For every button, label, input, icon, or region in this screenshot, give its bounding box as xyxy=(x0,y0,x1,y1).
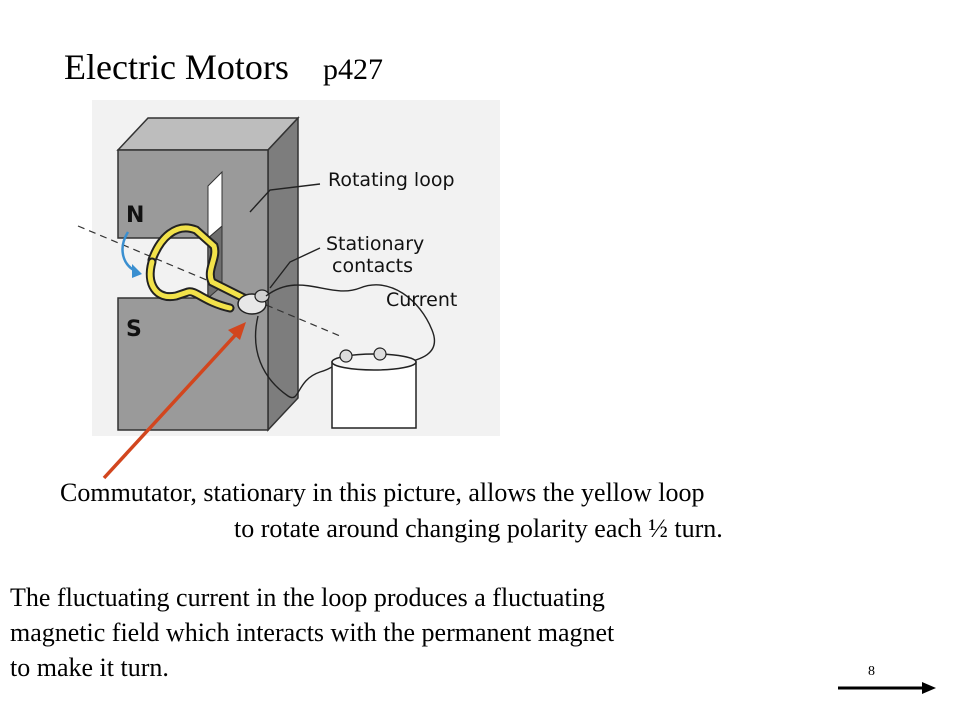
arrow-right-icon[interactable] xyxy=(922,682,936,694)
south-pole-label: S xyxy=(126,317,142,342)
rotating-loop-wire-lower xyxy=(147,259,233,311)
magnet-top-face xyxy=(116,117,300,151)
magnet-gap-slot xyxy=(207,170,223,240)
commutator-pointer-arrow xyxy=(102,328,242,480)
current-label: Current xyxy=(386,289,457,311)
stationary-contacts-label-2: contacts xyxy=(332,255,413,277)
rotating-loop-label: Rotating loop xyxy=(328,169,455,191)
slide-number: 8 xyxy=(868,664,875,679)
battery xyxy=(331,361,417,429)
rotation-arrowhead xyxy=(132,264,142,278)
stationary-contact xyxy=(254,289,270,303)
stationary-contacts-label-1: Stationary xyxy=(326,233,424,255)
paragraph-line-2: magnetic field which interacts with the … xyxy=(10,618,615,647)
title-text: Electric Motors xyxy=(64,47,289,87)
magnet-front-face xyxy=(117,149,269,431)
battery-terminal-2 xyxy=(373,347,387,361)
north-pole-label: N xyxy=(126,203,144,228)
caption-line-1: Commutator, stationary in this picture, … xyxy=(60,478,705,507)
slide-title: Electric Motors p427 xyxy=(64,46,383,88)
caption-line-2: to rotate around changing polarity each … xyxy=(234,514,723,543)
paragraph-line-1: The fluctuating current in the loop prod… xyxy=(10,583,605,612)
wire-upper xyxy=(265,284,435,365)
commutator-pointer-arrowhead xyxy=(228,322,246,340)
contacts-pointer xyxy=(269,247,321,289)
paragraph-line-3: to make it turn. xyxy=(10,653,169,682)
battery-terminal-1 xyxy=(339,349,353,363)
rotating-loop-wire xyxy=(149,225,251,303)
explanation-paragraph: The fluctuating current in the loop prod… xyxy=(10,580,770,685)
page-reference: p427 xyxy=(322,53,383,86)
rotating-loop-pointer xyxy=(249,183,321,213)
